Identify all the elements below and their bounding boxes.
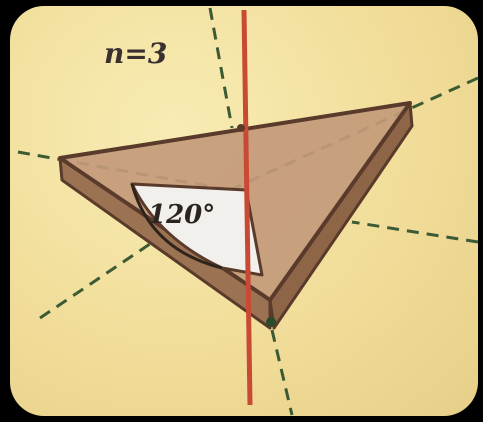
rotation-axis bbox=[241, 9, 253, 406]
angle-arc bbox=[130, 183, 223, 270]
angle-label: 120° bbox=[148, 200, 215, 230]
vertex-dot-center bbox=[237, 124, 245, 132]
order-label: n=3 bbox=[104, 37, 167, 70]
secondary-axis-right-lower bbox=[351, 220, 479, 244]
vertex-dot-bottom bbox=[266, 317, 276, 327]
secondary-axis-bottom bbox=[270, 329, 294, 416]
secondary-axis-top bbox=[208, 7, 234, 129]
angle-sector-120 bbox=[130, 182, 264, 277]
